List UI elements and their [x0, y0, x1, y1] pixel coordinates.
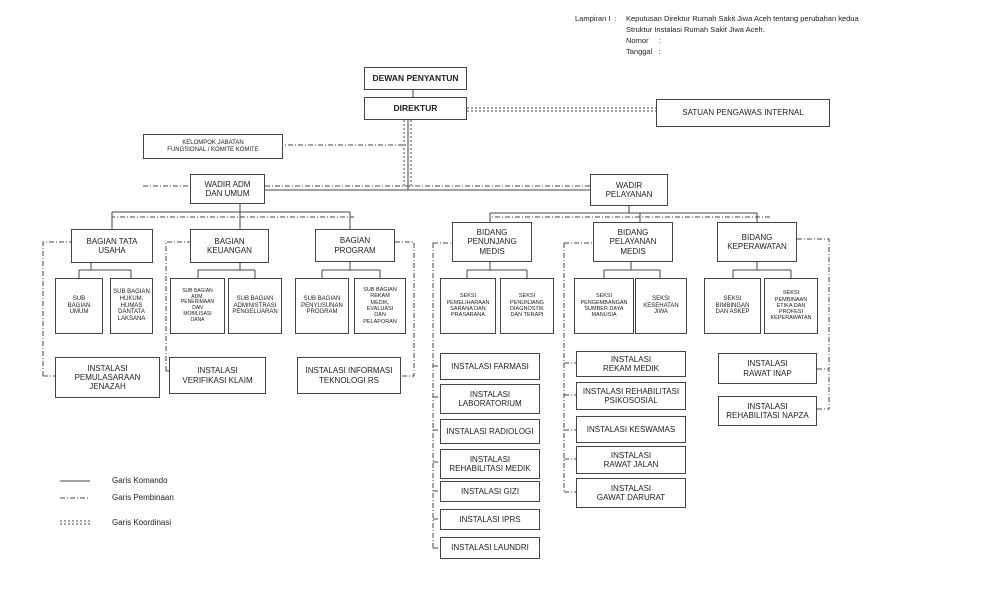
- bagian-program-box: BAGIAN PROGRAM: [315, 229, 395, 262]
- instalasi-laundri-box: INSTALASI LAUNDRI: [440, 537, 540, 559]
- header-line-2: Struktur Instalasi Rumah Sakit Jiwa Aceh…: [626, 25, 765, 34]
- header-line-4: Tanggal :: [626, 47, 661, 56]
- header-line-1: Keputusan Direktur Rumah Sakit Jiwa Aceh…: [626, 14, 859, 23]
- legend-garis-koordinasi: Garis Koordinasi: [112, 518, 172, 527]
- bagian-keuangan-box: BAGIAN KEUANGAN: [190, 229, 269, 263]
- seksi-penunjang-box: SEKSI PENUNJANG DIAGNOSTIK DAN TERAPI: [500, 278, 554, 334]
- bidang-keperawatan-box: BIDANG KEPERAWATAN: [717, 222, 797, 262]
- bidang-penunjang-medis-box: BIDANG PENUNJANG MEDIS: [452, 222, 532, 262]
- bidang-pelayanan-medis-box: BIDANG PELAYANAN MEDIS: [593, 222, 673, 262]
- instalasi-radiologi-box: INSTALASI RADIOLOGI: [440, 419, 540, 444]
- instalasi-rawat-jalan-box: INSTALASI RAWAT JALAN: [576, 446, 686, 474]
- instalasi-farmasi-box: INSTALASI FARMASI: [440, 353, 540, 380]
- sub-bagian-umum-box: SUB BAGIAN UMUM: [55, 278, 103, 334]
- instalasi-iprs-box: INSTALASI IPRS: [440, 509, 540, 530]
- seksi-bimbingan-box: SEKSI BIMBINGAN DAN ASKEP: [704, 278, 761, 334]
- kelompok-jabatan-box: KELOMPOK JABATAN FUNGSIONAL / KOMITE KOM…: [143, 134, 283, 159]
- dewan-penyantun-box: DEWAN PENYANTUN: [364, 67, 467, 90]
- header-prefix: Lampiran I :: [575, 14, 617, 23]
- instalasi-rehabilitasi-medik-box: INSTALASI REHABILITASI MEDIK: [440, 449, 540, 479]
- instalasi-rawat-inap-box: INSTALASI RAWAT INAP: [718, 353, 817, 384]
- seksi-kesehatan-jiwa-box: SEKSI KESEHATAN JIWA: [635, 278, 687, 334]
- sub-bagian-rekam-medik-box: SUB BAGIAN REKAM MEDIK, EVALUASI DAN PEL…: [354, 278, 406, 334]
- legend-garis-pembinaan: Garis Pembinaan: [112, 493, 174, 502]
- instalasi-laboratorium-box: INSTALASI LABORATORIUM: [440, 384, 540, 414]
- bagian-tata-usaha-box: BAGIAN TATA USAHA: [71, 229, 153, 263]
- instalasi-verifikasi-klaim-box: INSTALASI VERIFIKASI KLAIM: [169, 357, 266, 394]
- instalasi-gawat-darurat-box: INSTALASI GAWAT DARURAT: [576, 478, 686, 508]
- sub-bagian-adm-pengeluaran-box: SUB BAGIAN ADMINISTRASI PENGELUARAN: [228, 278, 282, 334]
- direktur-box: DIREKTUR: [364, 97, 467, 120]
- instalasi-teknologi-box: INSTALASI INFORMASI TEKNOLOGI RS: [297, 357, 401, 394]
- instalasi-rekam-medik-box: INSTALASI REKAM MEDIK: [576, 351, 686, 377]
- spi-box: SATUAN PENGAWAS INTERNAL: [656, 99, 830, 127]
- sub-bagian-adm-penerimaan-box: SUB BAGIAN ADM. PENERIMAAN DAN MOBILISAS…: [170, 278, 225, 334]
- wadir-pelayanan-box: WADIR PELAYANAN: [590, 174, 668, 206]
- sub-bagian-penyusunan-box: SUB BAGIAN PENYUSUNAN PROGRAM: [295, 278, 349, 334]
- sub-bagian-hukum-box: SUB BAGIAN HUKUM, HUMAS DANTATA LAKSANA: [110, 278, 153, 334]
- instalasi-rehabilitasi-napza-box: INSTALASI REHABILITASI NAPZA: [718, 396, 817, 426]
- instalasi-rehabilitasi-psikososial-box: INSTALASI REHABILITASI PSIKOSOSIAL: [576, 382, 686, 410]
- seksi-pengembangan-sdm-box: SEKSI PENGEMBANGAN SUMBER DAYA MANUSIA: [574, 278, 634, 334]
- instalasi-pemulasaraan-jenazah-box: INSTALASI PEMULASARAAN JENAZAH: [55, 357, 160, 398]
- seksi-pemeliharaan-box: SEKSI PEMELIHARAAN SARANA DAN PRASARANA: [440, 278, 496, 334]
- instalasi-keswamas-box: INSTALASI KESWAMAS: [576, 416, 686, 443]
- legend-garis-komando: Garis Komando: [112, 476, 168, 485]
- wadir-adm-box: WADIR ADM DAN UMUM: [190, 174, 265, 204]
- instalasi-gizi-box: INSTALASI GIZI: [440, 481, 540, 502]
- seksi-etika-box: SEKSI PEMBINAAN ETIKA DAN PROFESI KEPERA…: [764, 278, 818, 334]
- header-line-3: Nomor :: [626, 36, 662, 45]
